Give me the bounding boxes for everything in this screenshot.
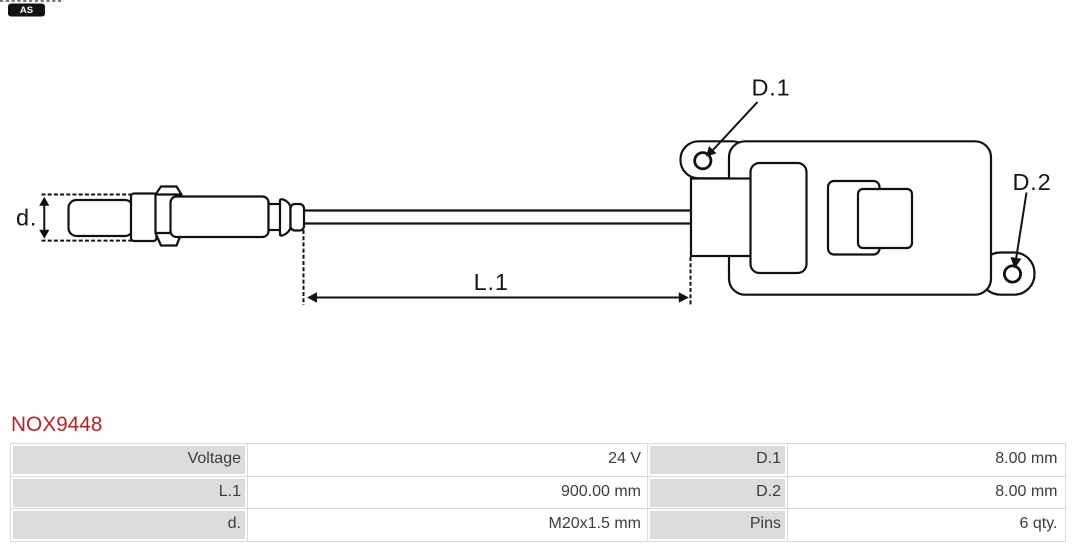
svg-text:L.1: L.1 xyxy=(474,269,509,295)
svg-text:AS: AS xyxy=(20,5,33,16)
svg-text:D.2: D.2 xyxy=(1013,169,1052,195)
svg-text:d.: d. xyxy=(16,205,37,231)
svg-text:D.1: D.1 xyxy=(752,75,791,101)
